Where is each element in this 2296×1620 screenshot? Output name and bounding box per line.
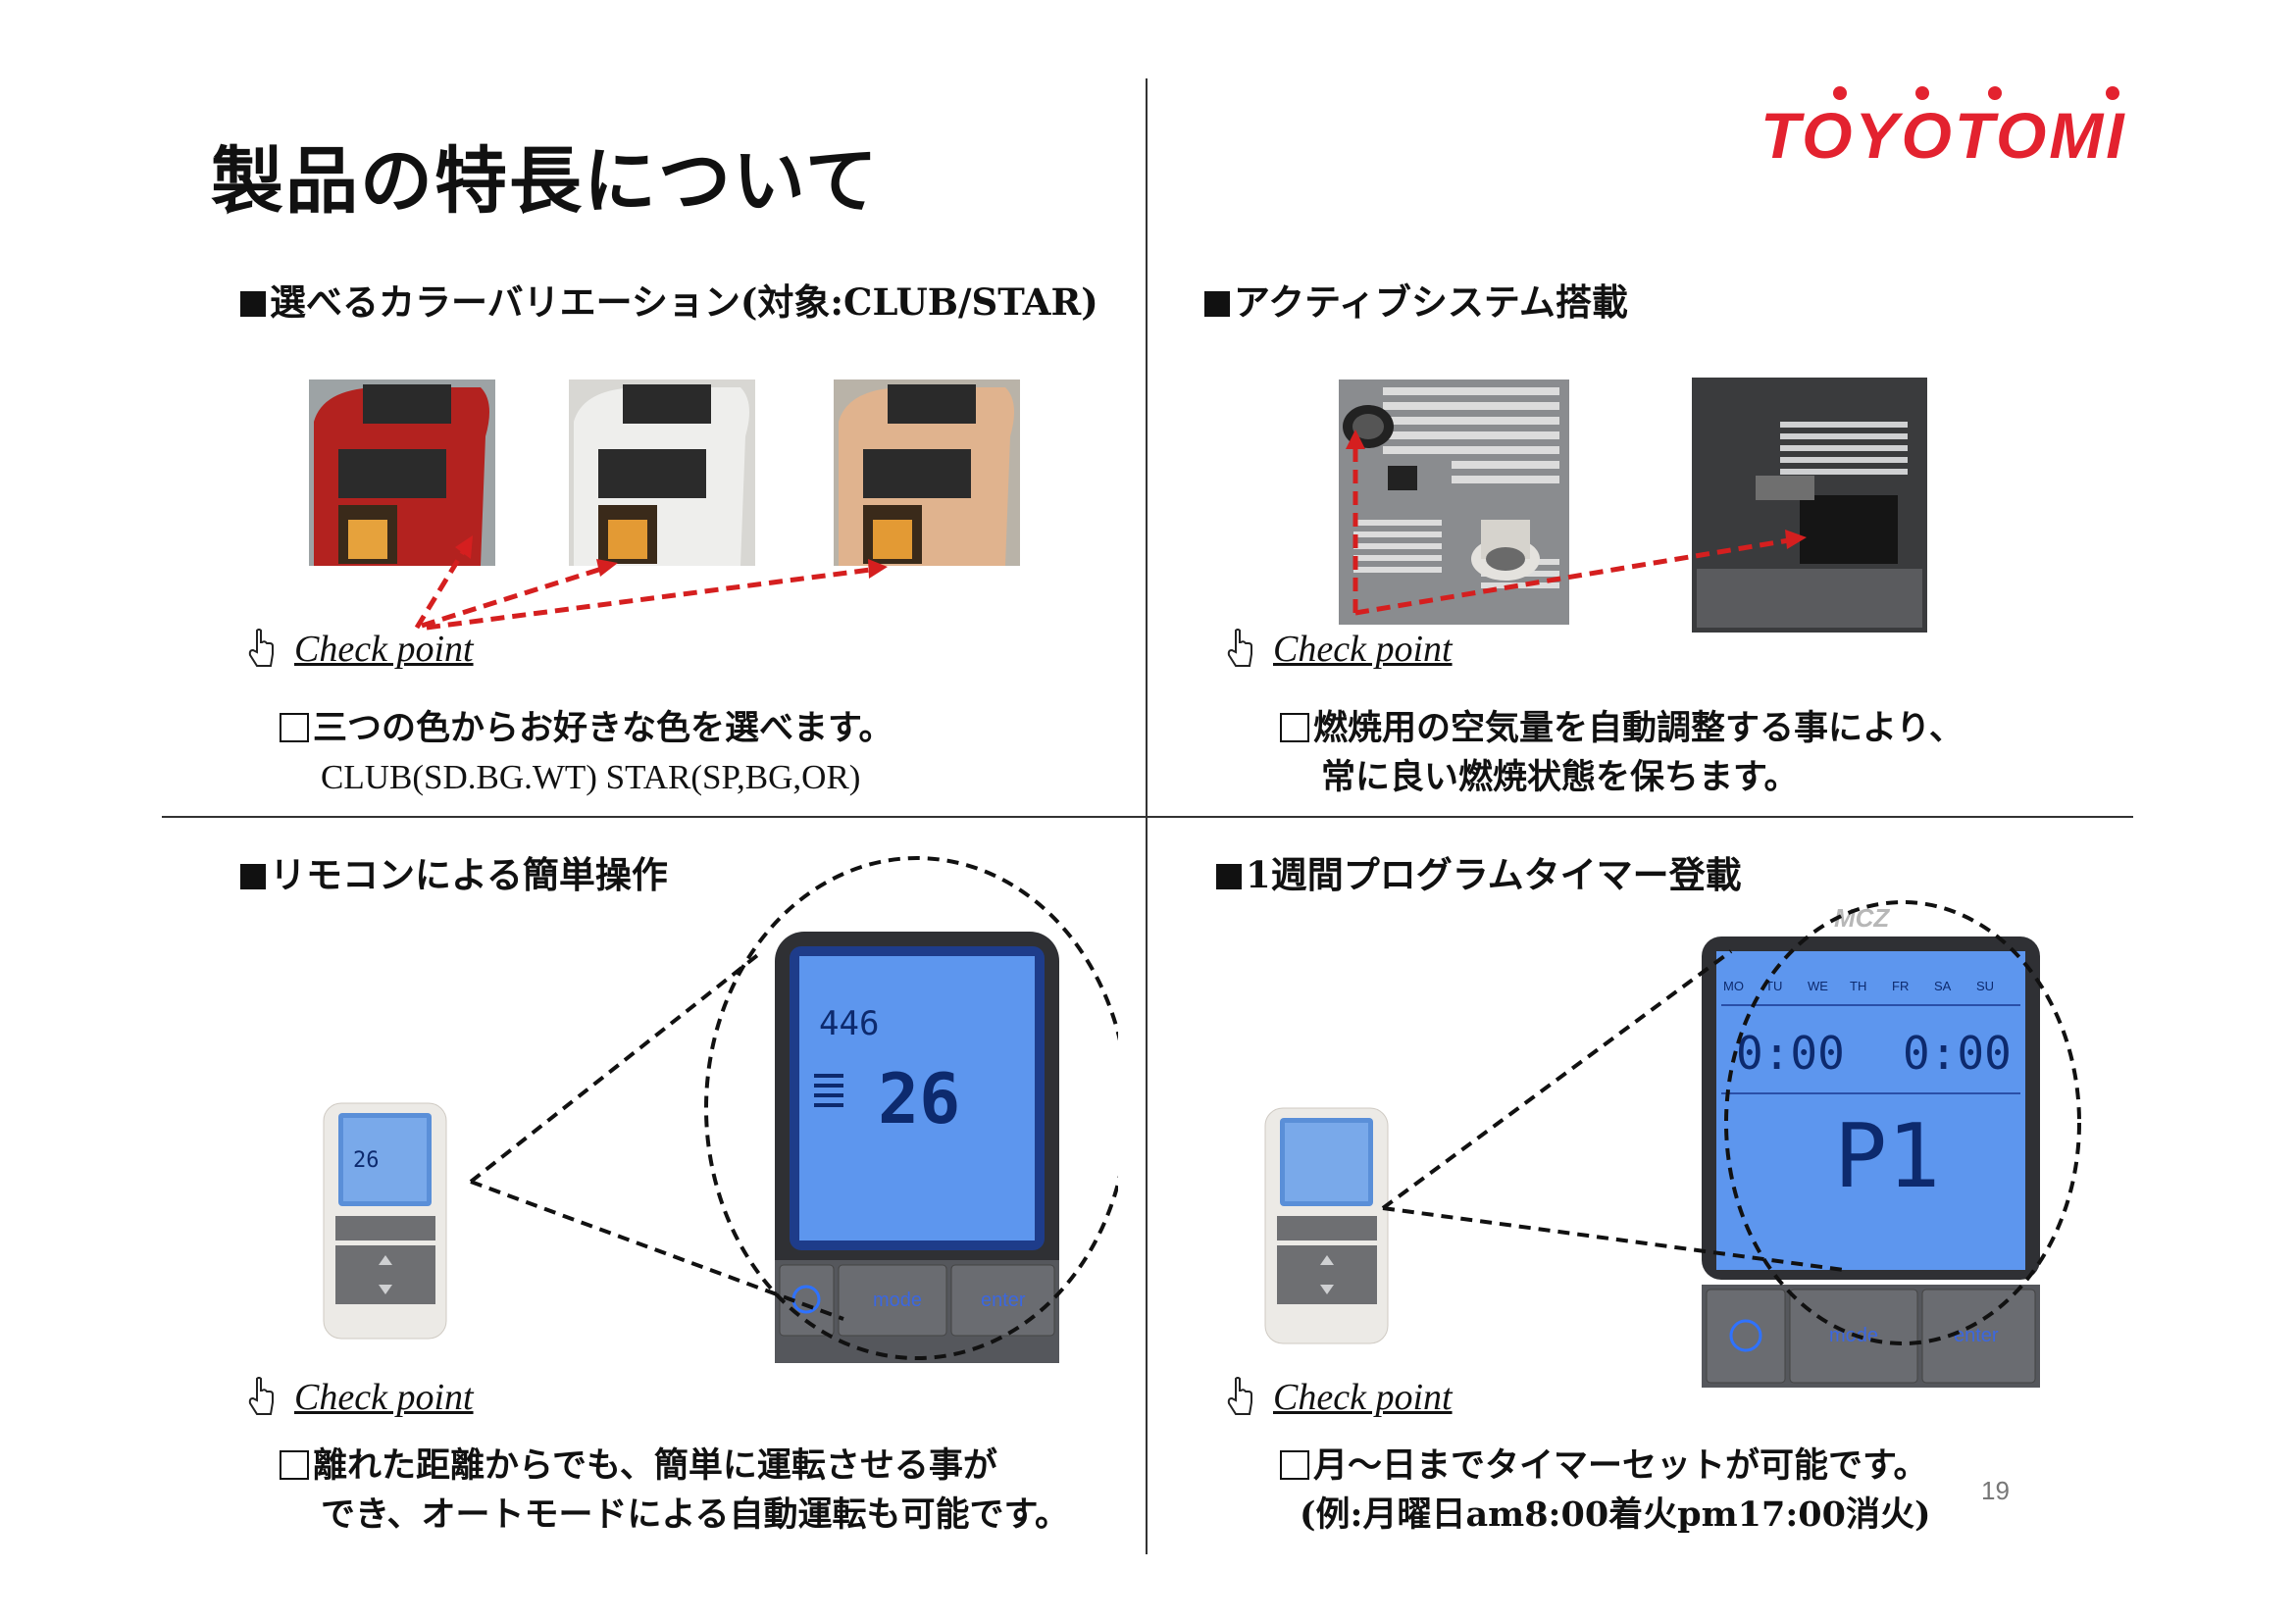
day-label: WE [1808,979,1828,993]
arrow-lines [1352,441,1796,616]
check-point-label: Check point [294,1377,474,1418]
stove-color-photos [309,380,1020,631]
stove-back-panel-photo [1339,380,1569,625]
remote-description: 離れた距離からでも、簡単に運転させる事が でき、オートモードによる自動運転も可能… [280,1442,1069,1540]
large-remote-photo: 446 26 mode enter [775,932,1059,1363]
check-point-remote: Check point [247,1376,474,1419]
page-number: 19 [1981,1476,2010,1505]
day-strip: MO TU WE TH FR SA SU [1723,979,1994,993]
square-bullet-icon [1216,864,1242,889]
description-line: でき、オートモードによる自動運転も可能です。 [321,1494,1070,1535]
stove-photo-white [569,380,755,566]
brand-wordmark: TOYOTOMI [1760,99,2127,172]
line-text: 離れた距離からでも、簡単に運転させる事が [313,1445,997,1486]
line-text: 三つの色からお好きな色を選べます。 [313,708,893,748]
section-heading-remote: リモコンによる簡単操作 [240,845,668,898]
square-bullet-icon [1204,291,1230,317]
small-remote-photo: 26 [323,1102,447,1340]
day-label: MO [1723,979,1744,993]
heading-text: 選べるカラーバリエーション(対象:CLUB/STAR) [270,280,1098,324]
color-description: 三つの色からお好きな色を選べます。 CLUB(SD.BG.WT) STAR(SP… [280,704,893,802]
checkbox-icon [280,713,309,742]
day-label: FR [1892,979,1909,993]
arrow-heads [455,535,888,579]
timer-on-time: 0:00 [1736,1027,1845,1080]
arrow-heads [1346,430,1807,549]
zoom-callout [469,856,1118,1360]
stove-photo-red [309,380,495,566]
horizontal-divider [162,816,2133,818]
check-point-label: Check point [1273,629,1453,670]
check-point-label: Check point [1273,1377,1453,1418]
description-line: CLUB(SD.BG.WT) STAR(SP,BG,OR) [321,758,861,796]
logo-dot [2106,86,2119,100]
check-point-timer: Check point [1226,1376,1453,1419]
program-number: P1 [1834,1105,1940,1208]
description-line: 月～日までタイマーセットが可能です。 [1280,1442,1931,1491]
check-point-color: Check point [247,628,474,671]
active-system-photos [1339,378,1927,633]
small-lcd-temp: 26 [353,1148,380,1173]
checkbox-icon [280,1450,309,1480]
square-bullet-icon [240,291,266,317]
active-description: 燃焼用の空気量を自動調整する事により、 常に良い燃焼状態を保ちます。 [1280,704,1964,802]
remote-enter-button-label: enter [981,1290,1026,1311]
description-line: 燃焼用の空気量を自動調整する事により、 [1280,704,1964,753]
logo-dot [1833,86,1847,100]
square-bullet-icon [240,864,266,889]
arrow-lines [414,545,879,631]
page-title: 製品の特長について [211,139,880,224]
check-point-label: Check point [294,629,474,670]
checkbox-icon [1280,713,1309,742]
description-line: 常に良い燃焼状態を保ちます。 [1321,757,1799,797]
remote-mode-button-label: mode [873,1290,922,1311]
mcz-mark: MCZ [1834,903,1890,933]
description-line: 離れた距離からでも、簡単に運転させる事が [280,1442,1069,1491]
day-label: SU [1976,979,1994,993]
timer-enter-button-label: enter [1954,1325,1999,1346]
remote-illustration: 26 446 26 mode enter [323,856,1118,1363]
timer-description: 月～日までタイマーセットが可能です。 (例:月曜日am8:00着火pm17:00… [1280,1442,1931,1540]
pointing-hand-icon [1227,629,1252,667]
lcd-temperature: 26 [878,1059,960,1139]
air-sensor-photo [1692,378,1927,633]
timer-off-time: 0:00 [1903,1027,2012,1080]
checkbox-icon [1280,1450,1309,1480]
lcd-top-value: 446 [819,1004,879,1043]
check-point-active: Check point [1226,628,1453,671]
section-heading-active: アクティブシステム搭載 [1204,273,1628,326]
day-label: SA [1934,979,1952,993]
line-text: 月～日までタイマーセットが可能です。 [1313,1445,1928,1486]
day-label: TH [1850,979,1866,993]
line-text: 燃焼用の空気量を自動調整する事により、 [1313,708,1964,748]
stove-photo-beige [834,380,1020,566]
pointing-hand-icon [248,629,274,667]
logo-dot [1988,86,2002,100]
description-line: (例:月曜日am8:00着火pm17:00消火) [1300,1494,1931,1535]
heading-text: アクティブシステム搭載 [1234,280,1628,324]
day-label: TU [1765,979,1782,993]
zoom-callout [1381,900,2081,1345]
small-remote-photo [1264,1107,1389,1344]
large-timer-photo: MCZ MO TU WE TH FR SA SU 0:00 0:00 P1 mo… [1702,903,2040,1388]
timer-illustration: MCZ MO TU WE TH FR SA SU 0:00 0:00 P1 mo… [1264,900,2081,1388]
heading-text: リモコンによる簡単操作 [270,853,668,896]
section-heading-color: 選べるカラーバリエーション(対象:CLUB/STAR) [240,273,1098,326]
heading-text: 1週間プログラムタイマー登載 [1246,853,1742,896]
logo-dot [1915,86,1929,100]
pointing-hand-icon [248,1377,274,1415]
description-line: 三つの色からお好きな色を選べます。 [280,704,893,753]
pointing-hand-icon [1227,1377,1252,1415]
section-heading-timer: 1週間プログラムタイマー登載 [1216,845,1742,898]
